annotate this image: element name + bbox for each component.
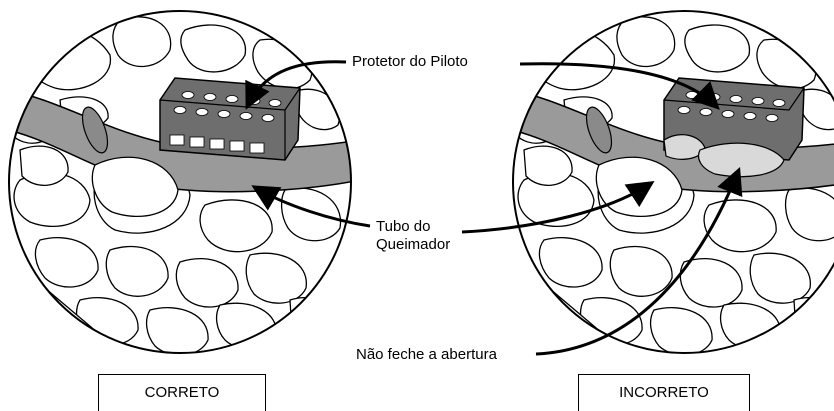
- pilot-guard: [159, 77, 301, 161]
- arrow-burner-tube-right: [461, 181, 655, 234]
- arrow-pilot-guard-right: [519, 62, 720, 110]
- incorrect-view: [513, 11, 834, 353]
- arrow-burner-tube-left: [251, 185, 371, 228]
- arrow-pilot-guard-left: [245, 60, 347, 110]
- arrow-do-not-close: [535, 166, 743, 356]
- label-burner-tube-line2: Queimador: [376, 236, 451, 253]
- label-do-not-close: Não feche a abertura: [356, 346, 497, 363]
- label-pilot-guard: Protetor do Piloto: [352, 53, 468, 70]
- correct-view: [9, 11, 351, 353]
- callout-arrows: [245, 60, 743, 356]
- label-burner-tube-line1: Tubo do: [376, 218, 431, 235]
- caption-incorrect: INCORRETO: [578, 374, 750, 411]
- caption-correct: CORRETO: [98, 374, 266, 411]
